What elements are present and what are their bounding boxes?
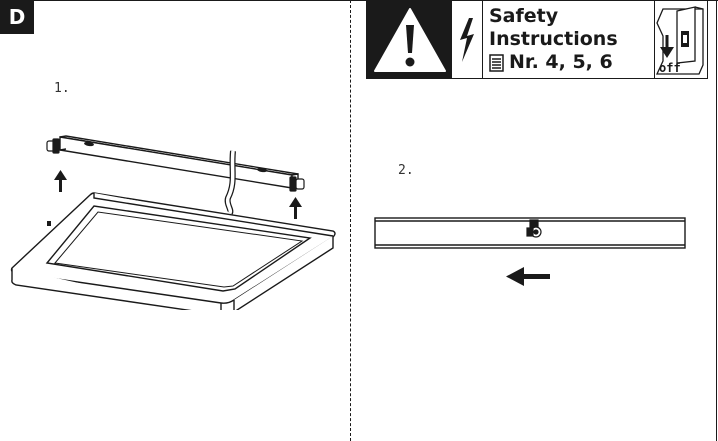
bracket-screw-icon — [526, 219, 542, 238]
page-frame-right — [716, 0, 717, 441]
mounting-bracket — [59, 135, 299, 189]
arrow-left-icon — [506, 267, 550, 286]
safety-text-cell: Safety Instructions Nr. 4, 5, 6 — [483, 1, 655, 78]
document-icon — [489, 53, 504, 72]
lightning-bolt-icon — [460, 17, 474, 62]
switch-cell: off — [655, 1, 707, 78]
screw-right-icon — [289, 176, 305, 192]
safety-instructions-box: Safety Instructions Nr. 4, 5, 6 off — [366, 0, 708, 79]
step-2-illustration — [374, 217, 686, 286]
screw-left-icon — [46, 138, 60, 154]
page-frame-top — [0, 0, 718, 1]
panel-divider — [350, 0, 351, 441]
arrow-up-icon — [54, 170, 67, 192]
step-1-illustration — [10, 135, 336, 310]
section-badge: D — [0, 0, 34, 34]
arrow-down-icon — [660, 35, 674, 58]
step-2-label: 2. — [398, 163, 414, 178]
step-1-label: 1. — [54, 81, 70, 96]
safety-title-line2: Instructions — [489, 28, 618, 50]
warning-triangle-icon — [373, 7, 446, 72]
panel-light — [10, 192, 336, 310]
safety-refs-text: Nr. 4, 5, 6 — [509, 51, 613, 73]
safety-title-line1: Safety — [489, 5, 559, 27]
safety-references: Nr. 4, 5, 6 — [489, 51, 648, 74]
switch-off-label: off — [659, 61, 681, 75]
warning-cell — [367, 1, 452, 78]
circuit-breaker-icon — [655, 6, 704, 75]
arrow-up-icon-right — [289, 197, 302, 219]
bolt-cell — [452, 1, 483, 78]
